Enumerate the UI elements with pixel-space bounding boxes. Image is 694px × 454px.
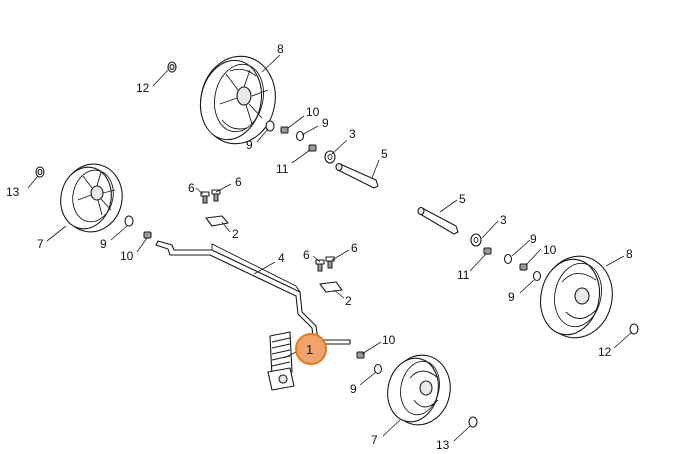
label-6-a[interactable]: 6 [188, 181, 195, 195]
label-13-bottom[interactable]: 13 [436, 438, 450, 452]
label-12-top[interactable]: 12 [136, 81, 150, 95]
label-10-top[interactable]: 10 [306, 105, 320, 119]
axle-rod[interactable] [155, 240, 351, 345]
nut-11-top[interactable] [308, 144, 317, 152]
label-5-right[interactable]: 5 [459, 192, 466, 206]
wheel-top-rear[interactable] [193, 49, 284, 150]
label-7-left[interactable]: 7 [37, 237, 44, 251]
label-7-bottom[interactable]: 7 [371, 433, 378, 447]
cap-13-bottom[interactable] [468, 416, 478, 428]
label-9-right-a[interactable]: 9 [530, 232, 537, 246]
wheel-right-front[interactable] [382, 350, 457, 431]
screw-6-a[interactable] [200, 191, 210, 204]
label-12-right[interactable]: 12 [598, 345, 612, 359]
label-10-bottom[interactable]: 10 [382, 333, 396, 347]
label-5-top[interactable]: 5 [381, 147, 388, 161]
axle-shaft-top[interactable] [335, 162, 379, 189]
highlight-circle[interactable] [295, 333, 327, 365]
cap-12-right[interactable] [629, 323, 639, 335]
nut-10-bottom[interactable] [356, 351, 365, 359]
height-adjuster-spring[interactable] [267, 331, 295, 391]
washer-9-top[interactable] [265, 120, 275, 132]
label-13-left[interactable]: 13 [6, 185, 20, 199]
washer-9-right-a[interactable] [503, 253, 513, 265]
washer-9-left[interactable] [124, 215, 134, 227]
label-9-left[interactable]: 9 [100, 237, 107, 251]
label-8-top[interactable]: 8 [277, 42, 284, 56]
screw-6-d[interactable] [325, 256, 335, 269]
washer-9-right-b[interactable] [532, 270, 542, 282]
label-3-top[interactable]: 3 [349, 127, 356, 141]
leader-lines [27, 54, 633, 442]
label-10-left[interactable]: 10 [120, 249, 134, 263]
label-6-b[interactable]: 6 [235, 175, 242, 189]
wheel-left-front[interactable] [55, 159, 128, 238]
label-1[interactable]: 1 [306, 342, 313, 357]
label-9-bottom[interactable]: 9 [350, 382, 357, 396]
washer-3-right[interactable] [470, 233, 482, 247]
label-9-top[interactable]: 9 [246, 138, 253, 152]
nut-10-top[interactable] [280, 126, 289, 134]
cap-13-left[interactable] [35, 166, 45, 178]
nut-10-right[interactable] [519, 263, 528, 271]
label-6-c[interactable]: 6 [303, 248, 310, 262]
nut-11-right[interactable] [483, 247, 492, 255]
callout-labels: 1 8 12 9 10 9 3 11 5 13 7 9 10 6 6 2 4 6… [6, 42, 633, 452]
wheel-right-rear[interactable] [534, 250, 620, 345]
label-4[interactable]: 4 [278, 251, 285, 265]
label-2-left[interactable]: 2 [232, 227, 239, 241]
label-9-top-b[interactable]: 9 [322, 116, 329, 130]
nut-10-left[interactable] [143, 231, 152, 239]
washer-9-bottom[interactable] [373, 363, 383, 375]
bracket-left[interactable] [205, 215, 229, 227]
label-2-right[interactable]: 2 [345, 294, 352, 308]
label-11-top[interactable]: 11 [276, 162, 289, 176]
label-9-right-b[interactable]: 9 [508, 290, 515, 304]
label-6-d[interactable]: 6 [351, 241, 358, 255]
label-10-right[interactable]: 10 [543, 243, 557, 257]
cap-12-top[interactable] [167, 61, 177, 73]
label-8-right[interactable]: 8 [626, 247, 633, 261]
washer-9-top-b[interactable] [295, 130, 305, 142]
bracket-right[interactable] [319, 281, 343, 293]
label-11-right[interactable]: 11 [457, 268, 470, 282]
label-3-right[interactable]: 3 [500, 213, 507, 227]
axle-shaft-right[interactable] [417, 206, 459, 235]
